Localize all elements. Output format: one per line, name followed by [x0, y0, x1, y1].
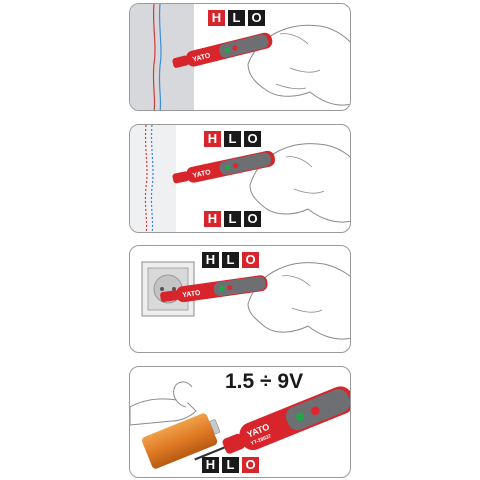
tester-brand: YATO — [192, 52, 212, 63]
indicator-o: O — [244, 131, 261, 147]
indicator-l: L — [222, 252, 239, 268]
indicator-h: H — [204, 131, 221, 147]
indicator-o: O — [244, 211, 261, 227]
indicator-h: H — [208, 10, 225, 26]
panel-4-illustration: YATO YT-28637 — [130, 381, 350, 469]
panel-wall-trace: YATO H L O H L O — [129, 124, 351, 233]
finger-outline — [173, 381, 193, 408]
hand-outline — [130, 398, 197, 426]
hlo-indicator-top: H L O — [204, 131, 261, 147]
tester: YATO — [160, 275, 268, 303]
indicator-h: H — [202, 252, 219, 268]
panel-1-illustration: YATO — [130, 4, 350, 110]
tester-brand: YATO — [192, 169, 212, 180]
panel-wall-live: YATO H L O — [129, 3, 351, 111]
panel-3-illustration: YATO — [141, 261, 350, 340]
panel-battery: YATO YT-28637 1.5 ÷ 9V H L O — [129, 366, 351, 478]
panel-2-illustration: YATO — [130, 125, 350, 232]
hand-lines — [281, 275, 323, 313]
tester-brand: YATO — [182, 290, 202, 300]
hand-outline — [247, 24, 350, 106]
wall — [130, 125, 176, 232]
hlo-indicator: H L O — [202, 457, 259, 473]
hand-outline — [247, 262, 350, 340]
hlo-indicator: H L O — [208, 10, 265, 26]
tester: YATO — [172, 150, 276, 184]
battery — [141, 413, 221, 469]
tester: YATO YT-28637 — [194, 386, 350, 461]
wire-red — [152, 4, 156, 110]
hand-lines — [275, 33, 321, 90]
indicator-l: L — [228, 10, 245, 26]
hlo-indicator: H L O — [202, 252, 259, 268]
wire-blue — [158, 4, 162, 110]
indicator-o: O — [242, 457, 259, 473]
hand-lines — [285, 156, 325, 194]
indicator-h: H — [202, 457, 219, 473]
wire-red — [144, 125, 148, 232]
wall-socket — [141, 261, 195, 317]
indicator-o: O — [248, 10, 265, 26]
hlo-indicator-bottom: H L O — [204, 211, 261, 227]
wire-blue — [150, 125, 154, 232]
indicator-o: O — [242, 252, 259, 268]
indicator-l: L — [222, 457, 239, 473]
indicator-l: L — [224, 131, 241, 147]
indicator-h: H — [204, 211, 221, 227]
voltage-range-label: 1.5 ÷ 9V — [225, 370, 304, 393]
indicator-l: L — [224, 211, 241, 227]
hand-outline — [249, 143, 350, 223]
tester: YATO — [172, 32, 273, 68]
panel-socket: YATO H L O — [129, 245, 351, 353]
